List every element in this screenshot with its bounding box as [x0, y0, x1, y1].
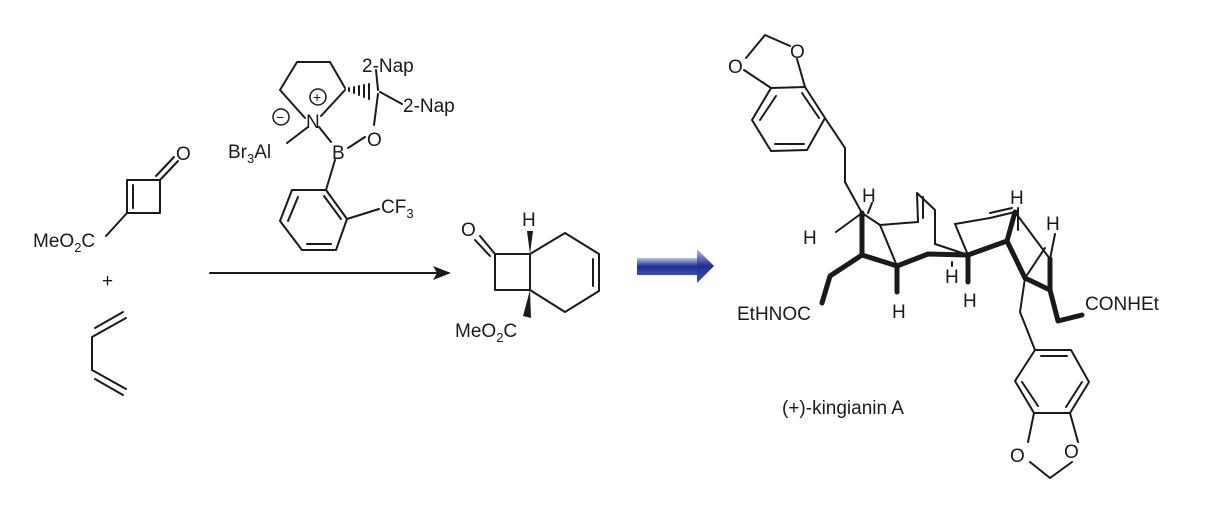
methylenedioxy-o-4: O: [1064, 442, 1079, 463]
cyclobutenone-reagent: O MeO2C: [33, 144, 191, 255]
positive-charge-circle: [309, 88, 327, 106]
hashed-wedge: [348, 83, 370, 100]
cf3-label: CF3: [381, 197, 414, 221]
hydrogen-1: H: [862, 186, 876, 207]
oxazaborolidine-catalyst: 2-Nap 2-Nap + − N B O Br3Al CF3: [228, 56, 455, 251]
hydrogen-left: H: [803, 228, 817, 249]
hydrogen-3: H: [945, 267, 959, 288]
boron-label: B: [332, 143, 345, 164]
target-name: (+)-kingianin A: [782, 398, 904, 419]
methylenedioxy-o-3: O: [1010, 446, 1025, 467]
retrosynthesis-arrow: [637, 249, 714, 283]
ketone-oxygen-label: O: [176, 144, 191, 165]
hydrogen-6: H: [1046, 214, 1060, 235]
nap-label-1: 2-Nap: [362, 56, 414, 77]
plus-sign: +: [102, 271, 113, 292]
cycloadduct-product: H O MeO2C: [455, 210, 600, 345]
methylenedioxy-o-2: O: [790, 42, 805, 63]
product-ester-label: MeO2C: [455, 321, 517, 345]
amide-left: EtHNOC: [737, 304, 811, 325]
nap-label-2: 2-Nap: [403, 96, 455, 117]
positive-charge: +: [313, 89, 321, 105]
reaction-arrow: [209, 266, 451, 280]
kingianin-a-structure: O O H EtHNOC H H H H H H: [728, 34, 1160, 479]
wedge-h: [527, 231, 533, 254]
wedge-ester: [523, 290, 531, 318]
product-hydrogen: H: [522, 210, 536, 231]
oxygen-label: O: [367, 130, 382, 151]
hydrogen-2: H: [892, 302, 906, 323]
nitrogen-label: N: [306, 112, 320, 133]
ester-label: MeO2C: [33, 231, 95, 255]
negative-charge-circle: [272, 108, 290, 126]
lewis-acid-label: Br3Al: [228, 142, 271, 166]
hydrogen-4: H: [963, 291, 977, 312]
hydrogen-5: H: [1010, 188, 1024, 209]
methylenedioxy-o-1: O: [728, 57, 743, 78]
negative-charge: −: [276, 109, 284, 125]
product-ketone-oxygen: O: [461, 220, 476, 241]
butadiene-reagent: [91, 311, 127, 396]
amide-right: CONHEt: [1085, 294, 1160, 315]
